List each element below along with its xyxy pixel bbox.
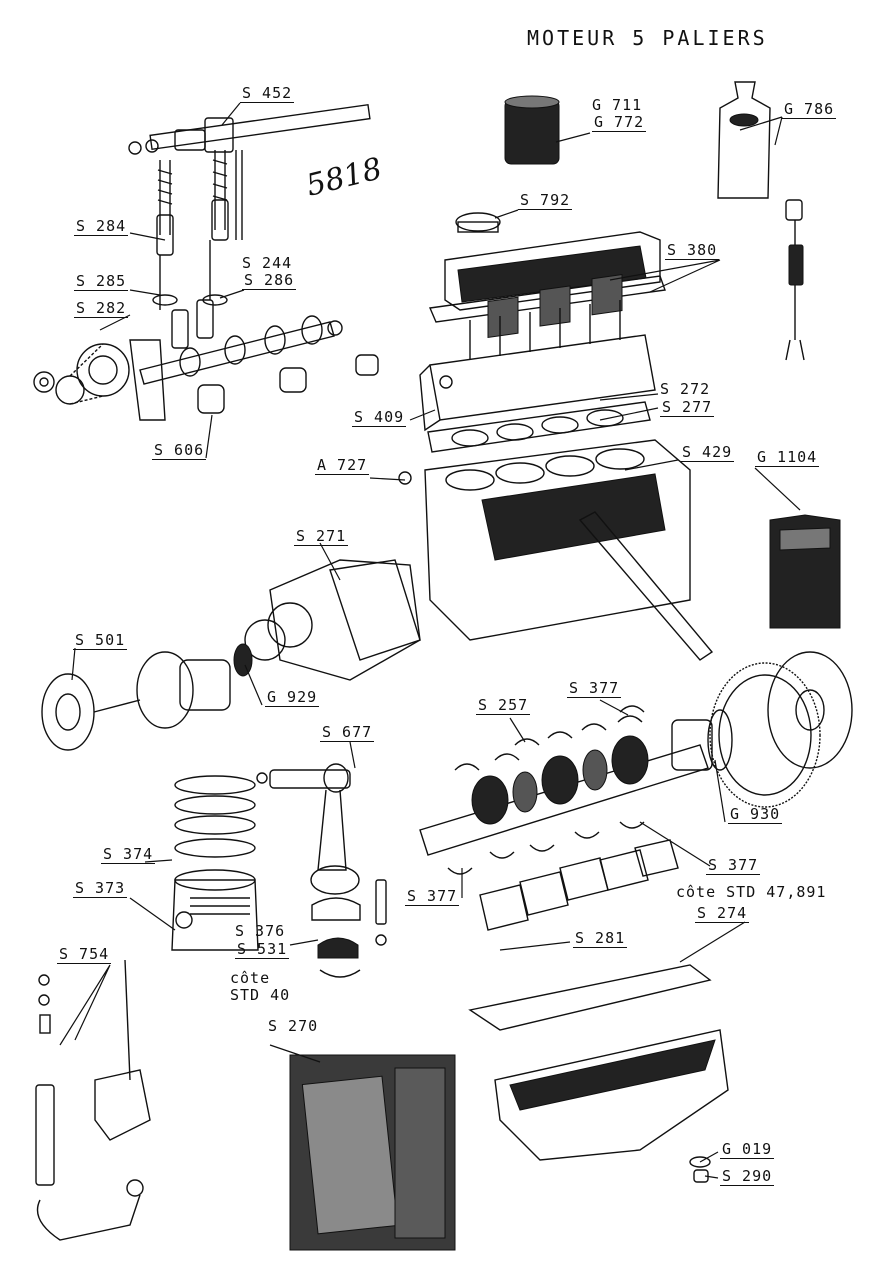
part-label-s284: S 284: [74, 217, 129, 236]
dipstick-assembly: [785, 199, 805, 361]
part-label-g019: G 019: [720, 1140, 775, 1159]
part-label-g786: G 786: [782, 100, 837, 119]
part-label-s501: S 501: [73, 631, 128, 650]
timing-cover: [233, 559, 421, 681]
part-label-g930: G 930: [728, 805, 783, 824]
part-label-s606: S 606: [152, 441, 207, 460]
part-label-s257: S 257: [476, 696, 531, 715]
part-label-s285: S 285: [74, 272, 129, 291]
part-label-s286: S 286: [242, 271, 297, 290]
part-label-s277: S 277: [660, 398, 715, 417]
part-label-s374: S 374: [101, 845, 156, 864]
part-label-a727: A 727: [315, 456, 370, 475]
oil-pump-assembly: [35, 959, 151, 1241]
part-label-s377-left: S 377: [405, 887, 460, 906]
crank-pulley: [41, 651, 231, 751]
drain-plug: [689, 1156, 711, 1183]
oil-sump: [494, 1029, 729, 1161]
gasket-set: [289, 1054, 456, 1251]
head-gasket: [427, 401, 651, 453]
crank-journal-std-note: côte STD 47,891: [676, 883, 827, 901]
part-label-s271: S 271: [294, 527, 349, 546]
part-label-s377-right: S 377: [706, 856, 761, 875]
part-label-s792: S 792: [518, 191, 573, 210]
crankshaft: [419, 719, 713, 856]
part-label-s754: S 754: [57, 945, 112, 964]
camshaft-timing: [33, 315, 379, 421]
piston-rings: [174, 775, 256, 858]
rocker-shaft-assembly: [128, 103, 371, 349]
oil-filter: [504, 95, 560, 165]
part-label-s373: S 373: [73, 879, 128, 898]
engine-block: [398, 439, 714, 661]
part-label-s531: S 531: [235, 940, 290, 959]
part-label-g929: G 929: [265, 688, 320, 707]
page-title: MOTEUR 5 PALIERS: [527, 26, 768, 50]
part-label-s282: S 282: [74, 299, 129, 318]
part-label-s270: S 270: [268, 1017, 319, 1035]
part-label-s452: S 452: [240, 84, 295, 103]
conrod-std40-note: STD 40: [230, 986, 291, 1004]
part-label-s244: S 244: [242, 254, 293, 272]
leader-lines: [59, 102, 801, 1179]
part-label-s290: S 290: [720, 1167, 775, 1186]
sealant-tube: [717, 81, 771, 199]
part-label-s380: S 380: [665, 241, 720, 260]
piston: [171, 869, 259, 951]
part-label-g711: G 711: [592, 96, 643, 114]
connecting-rod: [256, 763, 387, 978]
cylinder-head: [419, 274, 656, 432]
sump-gasket: [468, 964, 712, 1031]
part-label-s281: S 281: [573, 929, 628, 948]
main-bearing-shells: [447, 705, 645, 875]
rocker-cover: [428, 231, 666, 323]
part-label-s409: S 409: [352, 408, 407, 427]
conrod-cote-note: côte: [230, 969, 271, 987]
oil-filler-cap: [455, 212, 501, 233]
flywheel: [707, 651, 853, 808]
part-label-s272: S 272: [660, 380, 711, 398]
oil-can: [769, 514, 841, 629]
part-label-s677: S 677: [320, 723, 375, 742]
part-label-g772: G 772: [592, 113, 647, 132]
main-bearing-caps: [479, 839, 679, 931]
part-label-g1104: G 1104: [755, 448, 820, 467]
part-label-s429: S 429: [680, 443, 735, 462]
part-label-s376: S 376: [235, 922, 286, 940]
part-label-s274: S 274: [695, 904, 750, 923]
part-label-s377-top: S 377: [567, 679, 622, 698]
